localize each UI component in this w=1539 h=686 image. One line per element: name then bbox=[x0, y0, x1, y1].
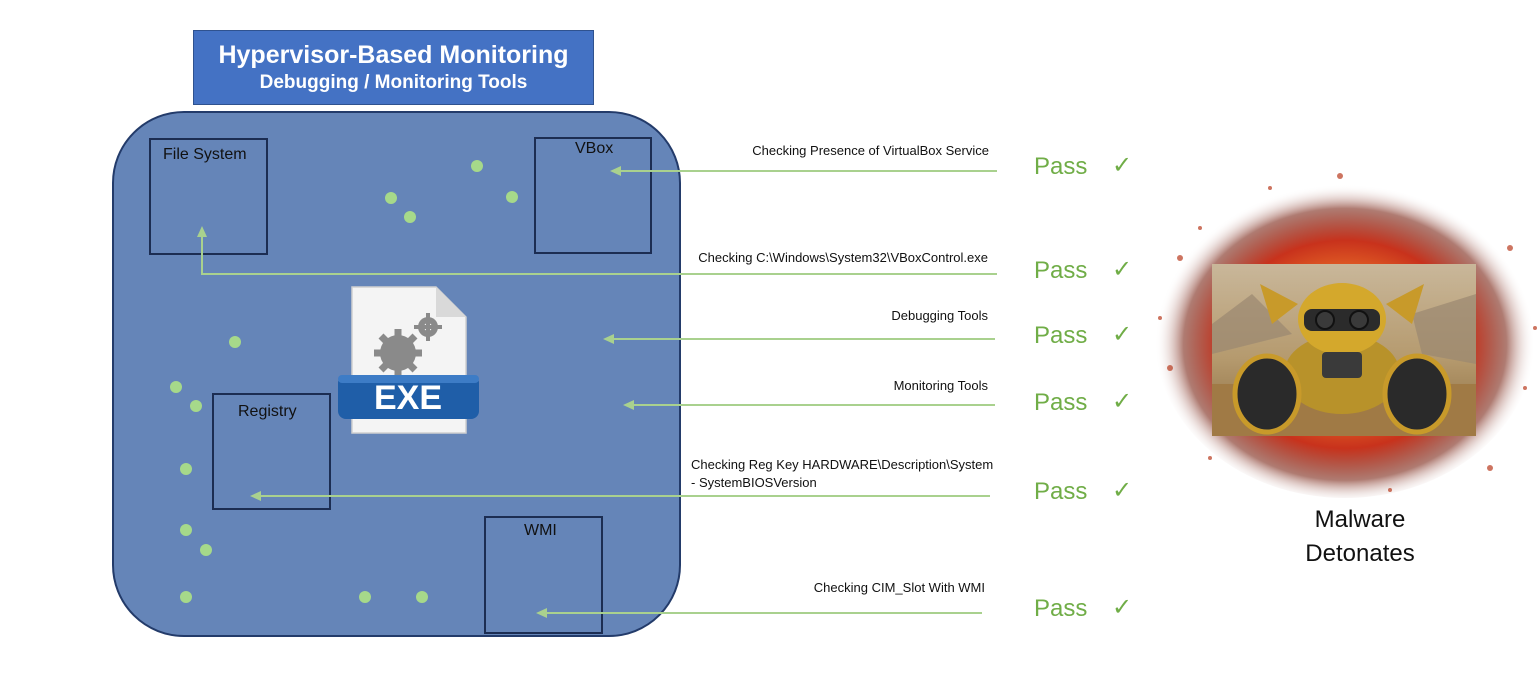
pass-result: Pass bbox=[1034, 389, 1088, 416]
dot bbox=[180, 591, 192, 603]
dot bbox=[506, 191, 518, 203]
check-mark-icon: ✓ bbox=[1112, 320, 1133, 348]
wmi-label: WMI bbox=[524, 522, 557, 539]
check-mark-icon: ✓ bbox=[1112, 151, 1133, 179]
dot bbox=[180, 524, 192, 536]
check-label-vbox-service: Checking Presence of VirtualBox Service bbox=[752, 143, 989, 158]
file-system-box bbox=[149, 138, 268, 255]
pass-result: Pass bbox=[1034, 322, 1088, 349]
pass-result: Pass bbox=[1034, 257, 1088, 284]
dot bbox=[416, 591, 428, 603]
diagram-title: Hypervisor-Based Monitoring bbox=[218, 40, 569, 69]
dot bbox=[404, 211, 416, 223]
check-label-registry-line1: Checking Reg Key HARDWARE\Description\Sy… bbox=[691, 457, 994, 472]
check-label-registry-line2: - SystemBIOSVersion bbox=[691, 475, 817, 490]
dot bbox=[200, 544, 212, 556]
check-mark-icon: ✓ bbox=[1112, 593, 1133, 621]
malware-detonates-caption: Malware Detonates bbox=[1260, 503, 1460, 571]
diagram-subtitle: Debugging / Monitoring Tools bbox=[259, 71, 528, 93]
check-mark-icon: ✓ bbox=[1112, 387, 1133, 415]
dot bbox=[190, 400, 202, 412]
arrowhead bbox=[610, 166, 621, 176]
registry-box bbox=[212, 393, 331, 510]
dot bbox=[385, 192, 397, 204]
file-system-label: File System bbox=[163, 146, 247, 163]
pass-result: Pass bbox=[1034, 595, 1088, 622]
arrowhead bbox=[536, 608, 547, 618]
arrowhead bbox=[623, 400, 634, 410]
vbox-label: VBox bbox=[575, 140, 614, 157]
check-mark-icon: ✓ bbox=[1112, 476, 1133, 504]
dot bbox=[471, 160, 483, 172]
check-label-vboxcontrol: Checking C:\Windows\System32\VBoxControl… bbox=[698, 250, 988, 265]
diagram-title-box: Hypervisor-Based Monitoring Debugging / … bbox=[193, 30, 594, 105]
registry-label: Registry bbox=[238, 403, 297, 420]
caption-line2: Detonates bbox=[1305, 540, 1415, 567]
caption-line1: Malware bbox=[1314, 506, 1406, 533]
check-label-registry: Checking Reg Key HARDWARE\Description\Sy… bbox=[691, 456, 993, 492]
check-label-debugging: Debugging Tools bbox=[891, 308, 988, 323]
dot bbox=[359, 591, 371, 603]
check-label-monitoring: Monitoring Tools bbox=[893, 378, 988, 393]
check-mark-icon: ✓ bbox=[1112, 255, 1133, 283]
dot bbox=[229, 336, 241, 348]
vbox-box bbox=[534, 137, 652, 254]
arrow-vboxcontrol bbox=[201, 236, 997, 275]
activity-dots bbox=[170, 160, 518, 603]
dot bbox=[180, 463, 192, 475]
wmi-box bbox=[484, 516, 603, 634]
arrowhead bbox=[250, 491, 261, 501]
check-label-wmi: Checking CIM_Slot With WMI bbox=[813, 580, 985, 595]
robot-icon bbox=[1212, 283, 1476, 436]
malware-robot-image bbox=[1212, 264, 1476, 436]
dot bbox=[170, 381, 182, 393]
pass-result: Pass bbox=[1034, 153, 1088, 180]
exe-file-icon: EXE bbox=[338, 286, 479, 434]
arrowhead bbox=[197, 226, 207, 237]
exe-label: EXE bbox=[374, 379, 442, 417]
pass-result: Pass bbox=[1034, 478, 1088, 505]
arrowhead bbox=[603, 334, 614, 344]
